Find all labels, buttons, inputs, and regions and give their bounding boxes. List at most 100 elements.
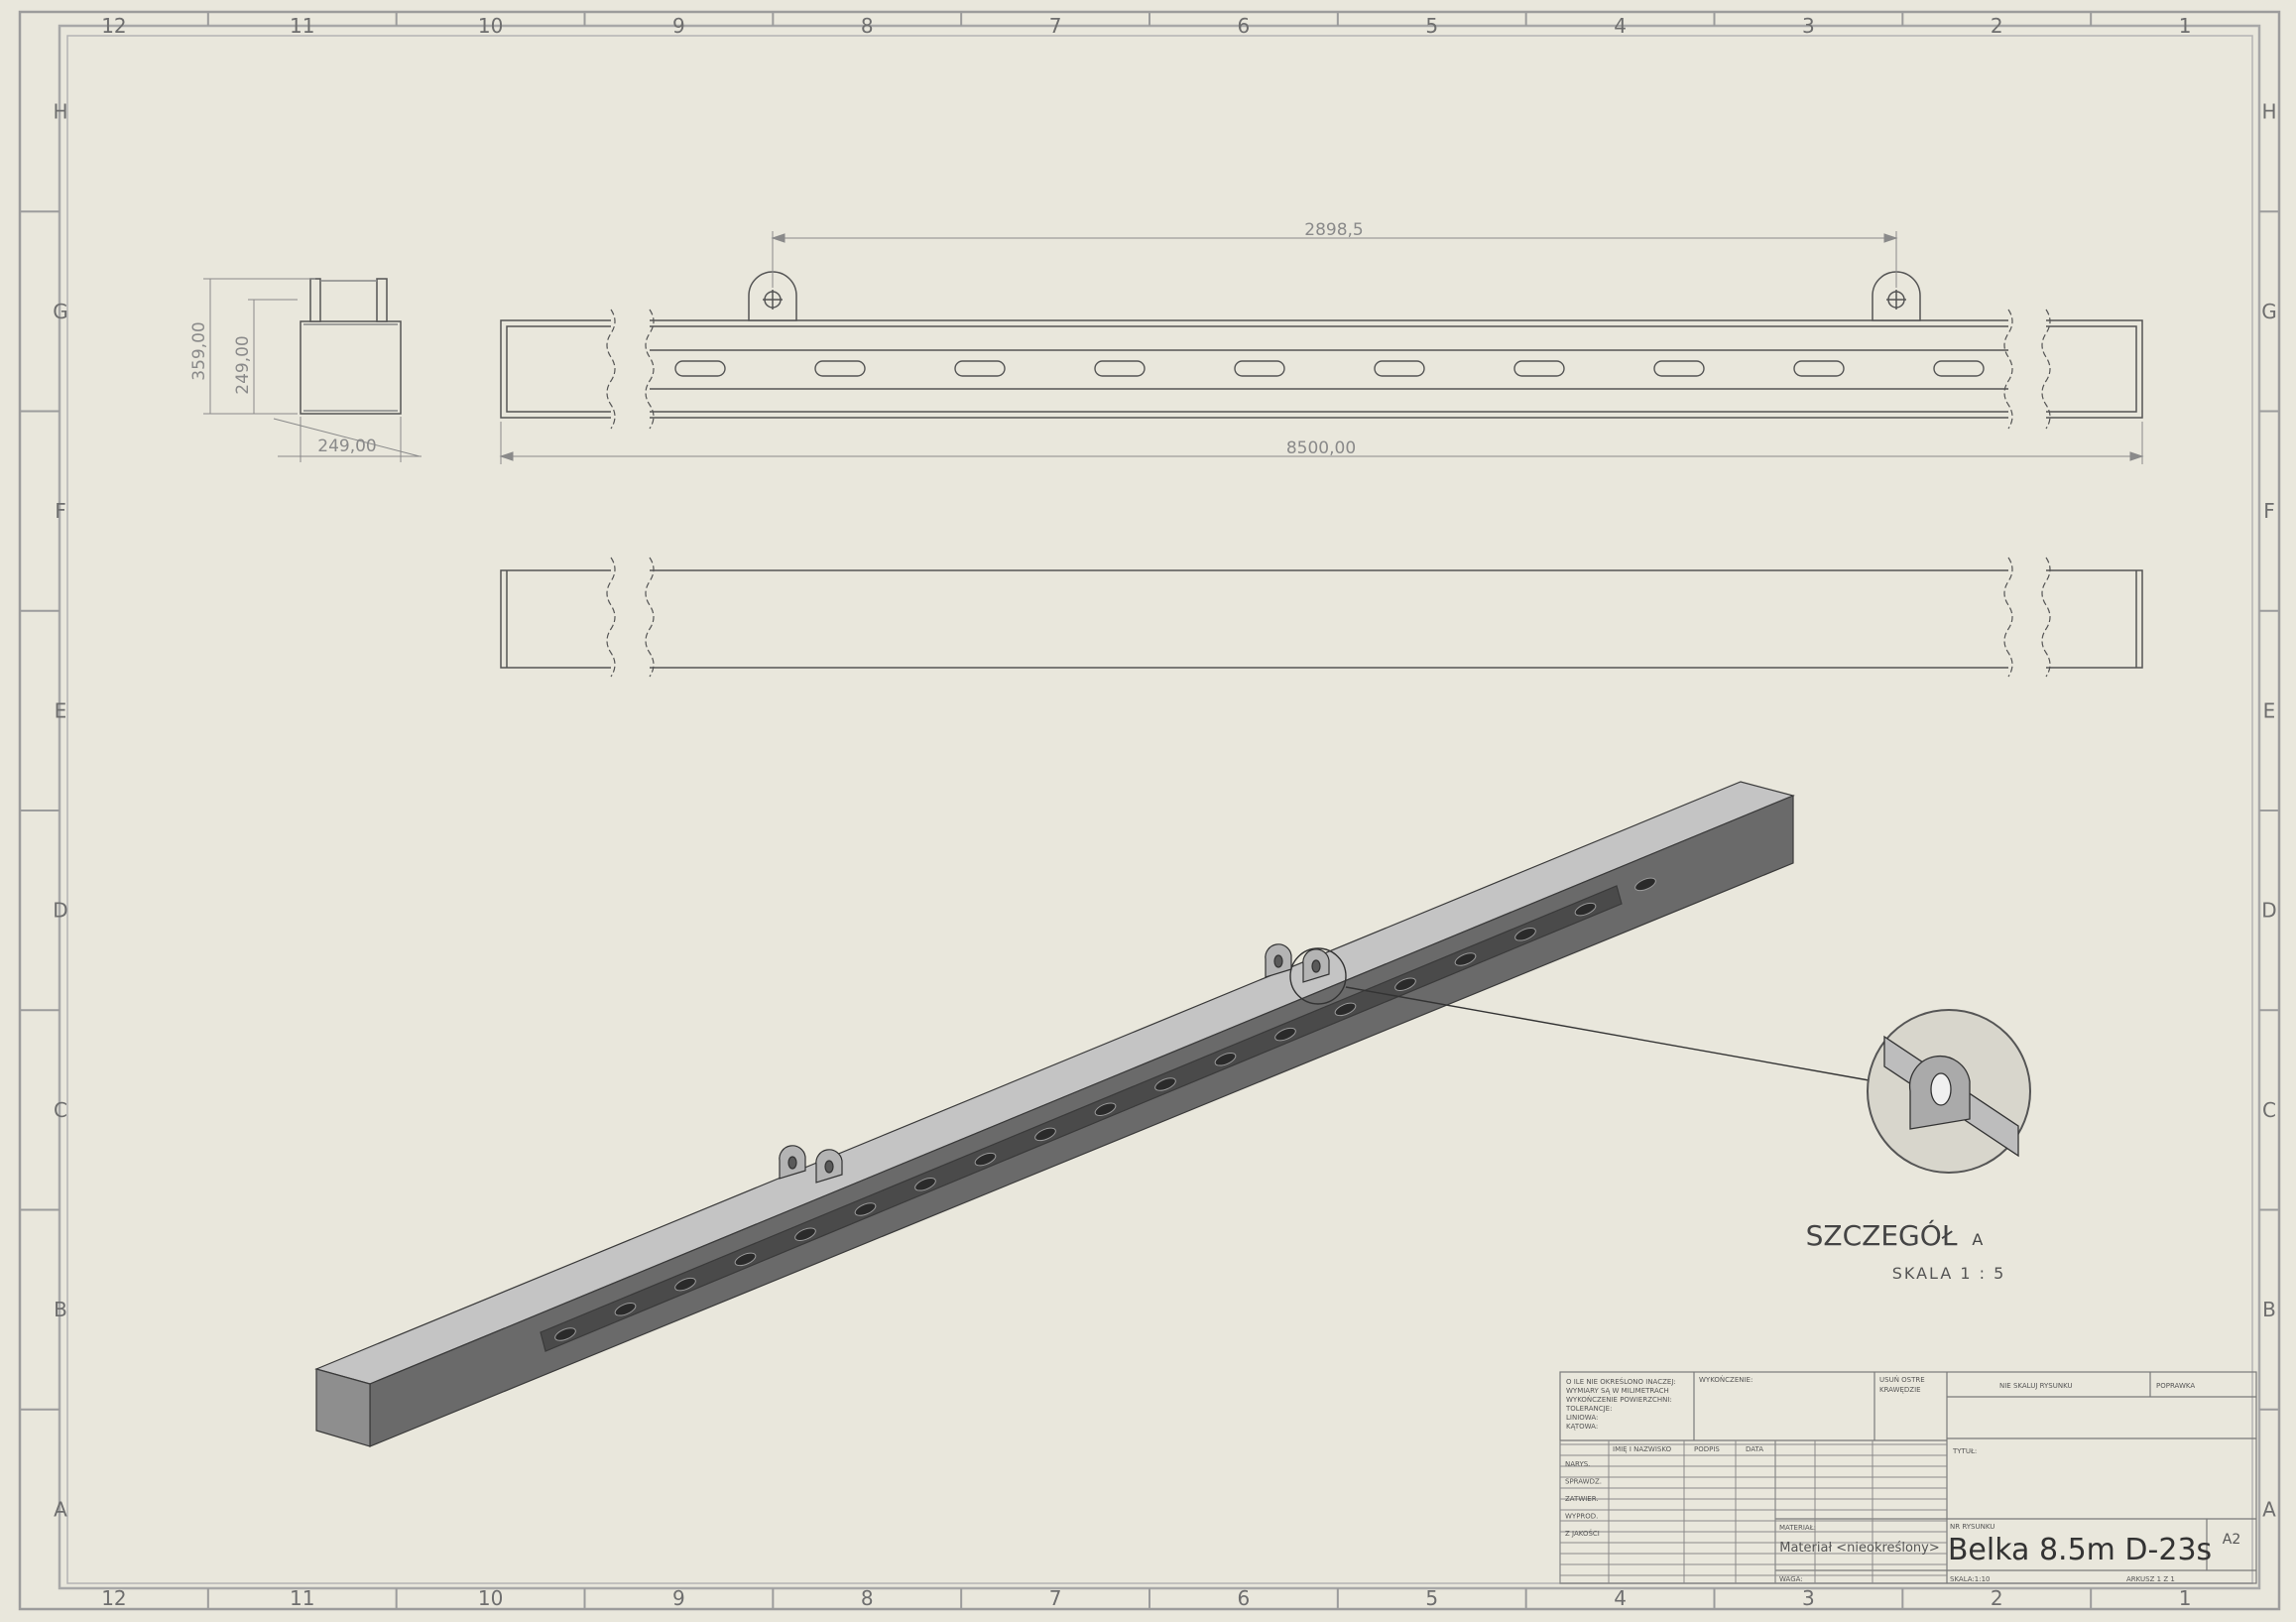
tb-note-line: LINIOWA: <box>1566 1414 1598 1422</box>
front-slot <box>1933 360 1985 377</box>
iso-slot <box>974 1152 997 1167</box>
zone-label-row-G-left: G <box>53 300 68 323</box>
iso-slot <box>614 1303 637 1316</box>
iso-slot <box>1214 1053 1237 1066</box>
tb-header-signature: PODPIS <box>1694 1445 1720 1453</box>
tb-row-label: WYPROD. <box>1565 1513 1598 1521</box>
zone-label-row-C-left: C <box>54 1098 67 1122</box>
title-block-grid <box>1559 1440 1947 1583</box>
tb-material-value: Materiał <nieokreślony> <box>1779 1541 1939 1556</box>
zone-label-col-2-top: 2 <box>1991 14 2003 38</box>
zone-label-col-11-bottom: 11 <box>290 1586 314 1610</box>
tb-row-label: Z JAKOŚCI <box>1565 1529 1600 1538</box>
zone-label-row-D-left: D <box>53 899 67 923</box>
zone-label-row-A-right: A <box>2262 1497 2276 1521</box>
detail-scale: SKALA 1 : 5 <box>1892 1264 2006 1283</box>
tb-no-scale: NIE SKALUJ RYSUNKU <box>1999 1382 2073 1390</box>
detail-lug <box>1883 1035 2019 1158</box>
title-block-notes: O ILE NIE OKREŚLONO INACZEJ:WYMIARY SĄ W… <box>1565 1377 1676 1431</box>
iso-slot <box>1094 1102 1117 1116</box>
iso-slot <box>1334 1002 1357 1017</box>
zone-label-col-10-top: 10 <box>478 14 503 38</box>
zone-label-row-C-right: C <box>2262 1098 2276 1122</box>
iso-slot <box>1394 977 1416 991</box>
dim-height-outer: 359,00 <box>189 321 209 380</box>
front-view-dimensions <box>499 231 2144 464</box>
zone-label-row-A-left: A <box>54 1497 67 1521</box>
tb-edges-1: USUŃ OSTRE <box>1879 1375 1925 1384</box>
front-slot <box>954 360 1006 377</box>
zone-label-col-8-bottom: 8 <box>861 1586 874 1610</box>
dim-side-width: 249,00 <box>317 437 376 456</box>
zone-label-col-8-top: 8 <box>861 14 874 38</box>
zone-label-col-6-bottom: 6 <box>1238 1586 1251 1610</box>
zone-label-row-H-right: H <box>2261 100 2276 124</box>
tb-note-line: WYKOŃCZENIE POWIERZCHNI: <box>1566 1395 1672 1404</box>
detail-letter: A <box>1972 1230 1983 1249</box>
iso-slot <box>1574 902 1597 917</box>
zone-label-col-9-bottom: 9 <box>672 1586 685 1610</box>
dim-height-inner: 249,00 <box>233 335 253 394</box>
zone-label-row-E-right: E <box>2263 698 2276 722</box>
isometric-beam <box>314 781 1795 1447</box>
tb-row-label: SPRAWDZ. <box>1565 1478 1602 1486</box>
tb-row-label: ZATWIER. <box>1565 1495 1599 1503</box>
iso-slot <box>914 1178 936 1191</box>
zone-label-col-12-top: 12 <box>101 14 126 38</box>
tb-drawing-title: Belka 8.5m D-23s <box>1948 1533 2212 1567</box>
zone-label-col-5-top: 5 <box>1425 14 1438 38</box>
zone-label-row-H-left: H <box>53 100 67 124</box>
front-slot <box>1513 360 1565 377</box>
tb-note-line: O ILE NIE OKREŚLONO INACZEJ: <box>1566 1377 1676 1386</box>
iso-slot <box>674 1277 696 1292</box>
zone-label-row-B-right: B <box>2262 1298 2276 1321</box>
tb-note-line: WYMIARY SĄ W MILIMETRACH <box>1566 1387 1669 1395</box>
zone-label-row-B-left: B <box>54 1298 67 1321</box>
dim-total-length: 8500,00 <box>1286 438 1356 458</box>
isometric-lugs <box>779 943 1330 1184</box>
zone-label-col-9-top: 9 <box>672 14 685 38</box>
dim-lug-spacing: 2898,5 <box>1304 220 1363 240</box>
zone-label-col-10-bottom: 10 <box>478 1586 503 1610</box>
top-view-breaks <box>606 557 2051 678</box>
end-view <box>300 278 402 415</box>
tb-header-name: IMIĘ I NAZWISKO <box>1613 1445 1672 1453</box>
front-slot <box>814 360 866 377</box>
iso-slot <box>554 1327 576 1341</box>
iso-slot <box>1274 1027 1296 1042</box>
svg-text:SZCZEGÓŁ A: SZCZEGÓŁ A <box>1806 1218 1984 1252</box>
iso-slot <box>1154 1077 1176 1091</box>
detail-title: SZCZEGÓŁ <box>1806 1218 1958 1252</box>
zone-label-col-2-bottom: 2 <box>1991 1586 2003 1610</box>
tb-scale: SKALA:1:10 <box>1950 1575 1991 1583</box>
iso-slot <box>1454 952 1477 966</box>
zone-label-col-7-top: 7 <box>1049 14 1062 38</box>
title-block-row-labels: NARYS.SPRAWDZ.ZATWIER.WYPROD.Z JAKOŚCI <box>1565 1460 1602 1538</box>
iso-slot <box>734 1252 757 1267</box>
tb-revision: POPRAWKA <box>2156 1382 2195 1390</box>
zone-label-row-E-left: E <box>55 698 67 722</box>
front-view-breaks <box>606 309 2051 430</box>
front-view-slots <box>674 360 1985 377</box>
front-slot <box>674 360 726 377</box>
zone-label-col-1-top: 1 <box>2179 14 2192 38</box>
front-slot <box>1793 360 1845 377</box>
zone-label-col-12-bottom: 12 <box>101 1586 126 1610</box>
tb-material-label: MATERIAŁ: <box>1779 1524 1816 1532</box>
zone-label-row-G-right: G <box>2261 300 2277 323</box>
tb-sheet: ARKUSZ 1 Z 1 <box>2126 1575 2175 1583</box>
tb-size: A2 <box>2223 1532 2240 1548</box>
tb-edges-2: KRAWĘDZIE <box>1879 1386 1921 1394</box>
zone-label-row-F-left: F <box>55 499 66 523</box>
tb-drawing-no-label: NR RYSUNKU <box>1950 1523 1994 1531</box>
tb-header-date: DATA <box>1746 1445 1763 1453</box>
iso-slot <box>1634 877 1656 892</box>
iso-slot <box>1034 1127 1056 1142</box>
zone-label-col-1-bottom: 1 <box>2179 1586 2192 1610</box>
zone-label-col-5-bottom: 5 <box>1425 1586 1438 1610</box>
front-view <box>500 271 2143 419</box>
zone-label-col-4-top: 4 <box>1614 14 1627 38</box>
iso-slot <box>854 1202 877 1216</box>
